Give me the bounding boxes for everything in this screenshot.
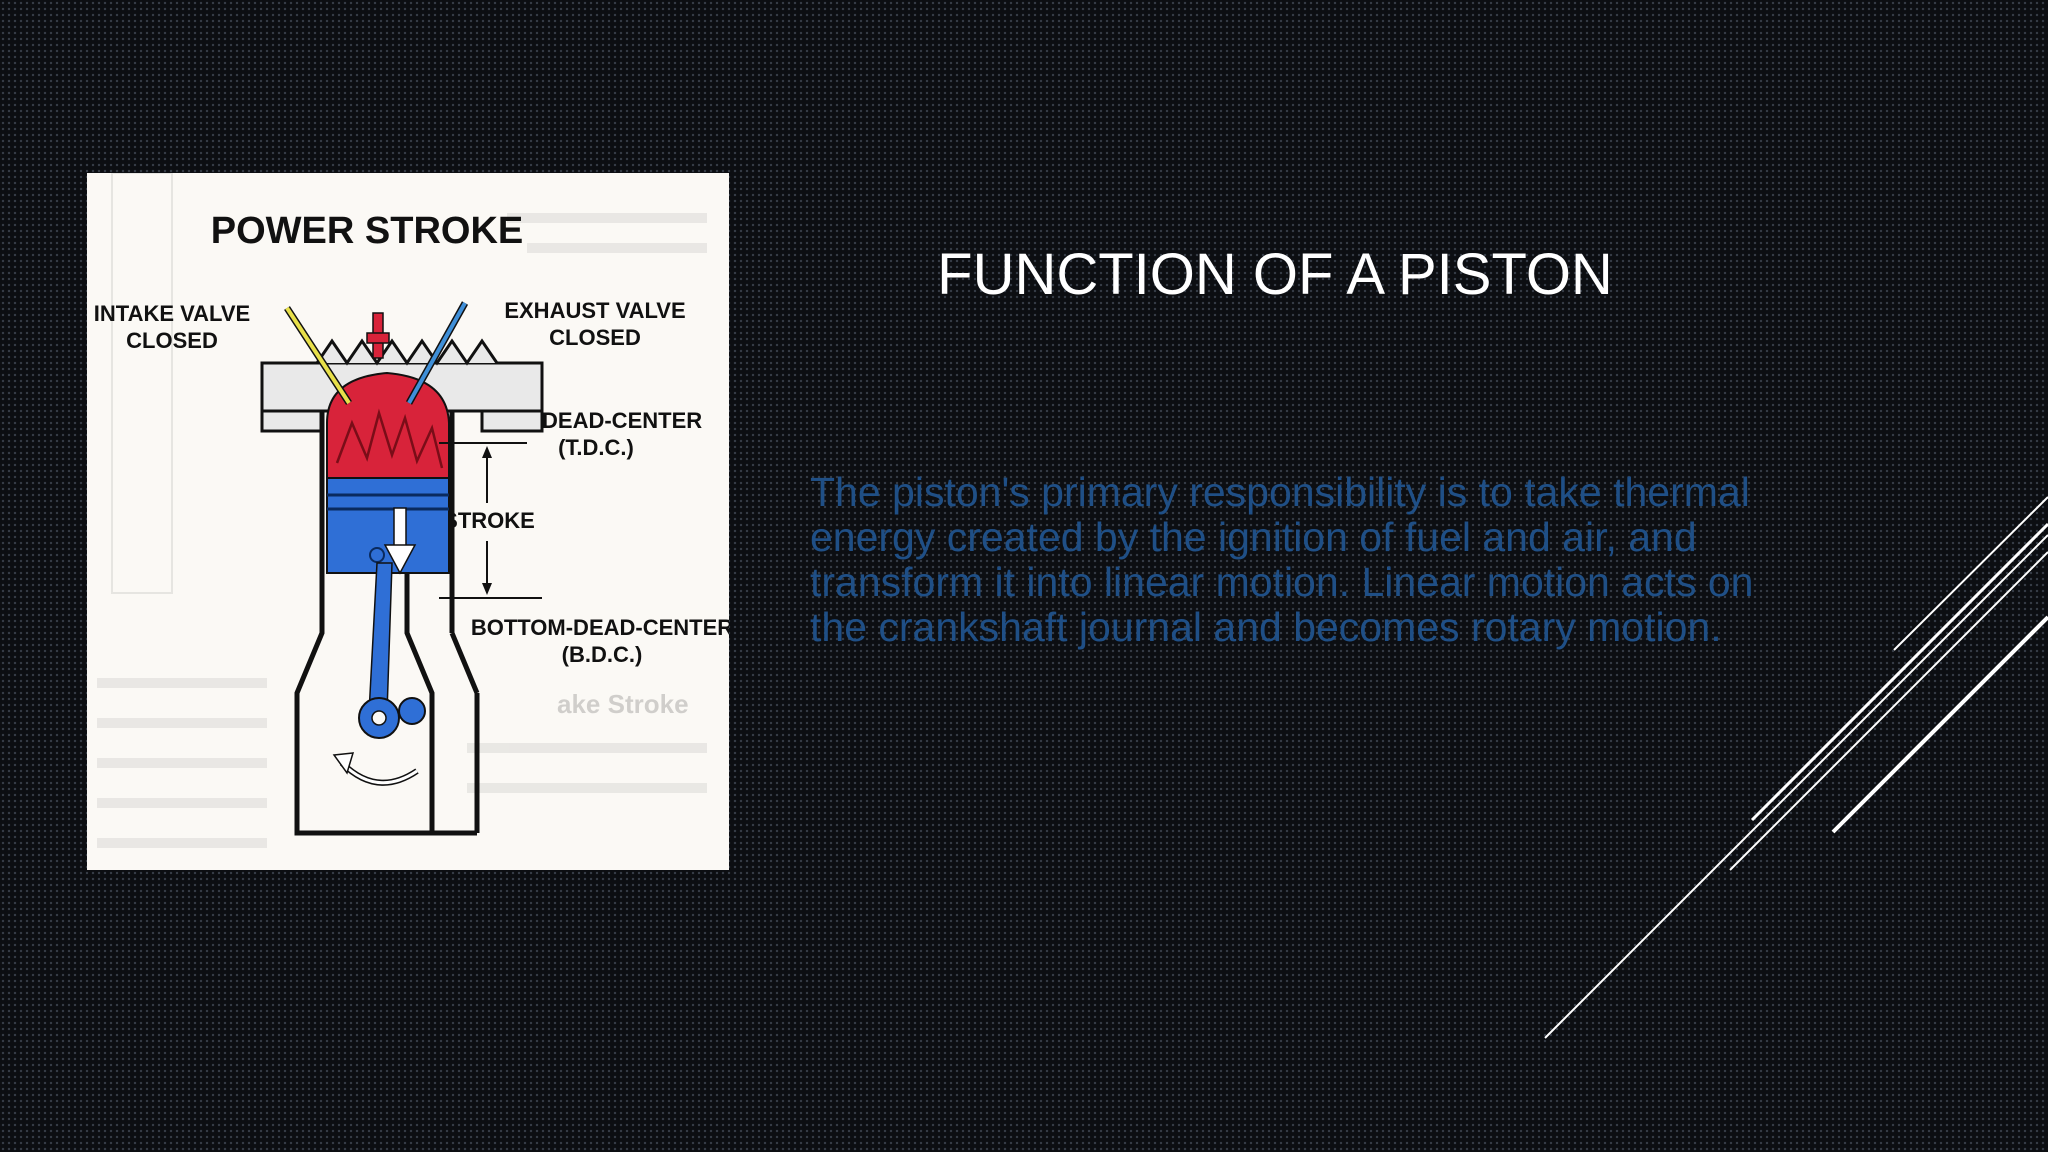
stroke-label: STROKE bbox=[443, 508, 535, 533]
faint-background-text: ake Stroke bbox=[97, 173, 707, 848]
bdc-label-2: (B.D.C.) bbox=[562, 642, 643, 667]
tdc-label-2: (T.D.C.) bbox=[558, 435, 634, 460]
stroke-dimension bbox=[439, 442, 542, 599]
exhaust-label-2: CLOSED bbox=[549, 325, 641, 350]
combustion-chamber bbox=[326, 371, 450, 479]
bdc-label-1: BOTTOM-DEAD-CENTER bbox=[471, 615, 729, 640]
down-arrow-icon bbox=[383, 507, 417, 575]
engine-head bbox=[260, 312, 544, 433]
cylinder bbox=[294, 411, 480, 836]
crank bbox=[358, 697, 426, 739]
intake-label-1: INTAKE VALVE bbox=[94, 301, 250, 326]
connecting-rod bbox=[368, 562, 393, 714]
slide-body-text: The piston's primary responsibility is t… bbox=[810, 469, 1754, 650]
slide-title: FUNCTION OF A PISTON bbox=[937, 242, 1613, 307]
power-stroke-svg: ake Stroke POWER STROKE INTAKE VALVE CLO… bbox=[94, 173, 729, 848]
faint-text: ake Stroke bbox=[557, 689, 689, 719]
diagram-heading: POWER STROKE bbox=[211, 210, 523, 252]
piston bbox=[326, 477, 450, 574]
rotation-arrow-icon bbox=[332, 752, 419, 786]
intake-label-2: CLOSED bbox=[126, 328, 218, 353]
power-stroke-diagram: ake Stroke POWER STROKE INTAKE VALVE CLO… bbox=[87, 173, 729, 870]
exhaust-label-1: EXHAUST VALVE bbox=[504, 298, 685, 323]
